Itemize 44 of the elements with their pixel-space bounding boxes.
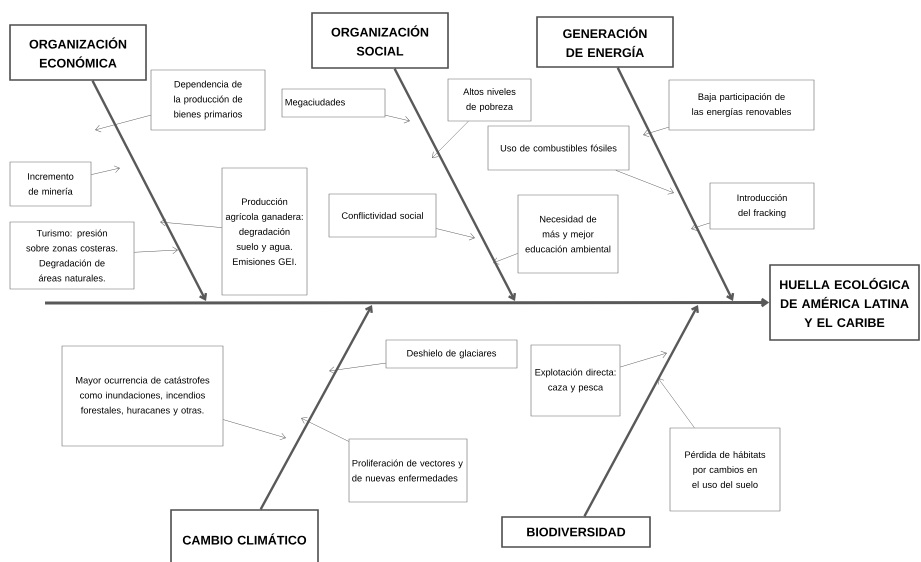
arrow [436,228,475,240]
category-box: ORGANIZACIÓN ECONÓMICA [9,24,147,81]
cause-box: Proliferación de vectores y de nuevas enfermedades [348,438,468,502]
bone-arrow [394,68,516,301]
arrow [301,417,349,442]
cause-box: Dependencia de la producción de bienes primarios [150,70,266,130]
spine-arrow [45,298,770,308]
cause-box: Conflictividad social [328,194,436,238]
arrow [643,126,669,137]
arrow [385,114,410,124]
arrow [134,246,178,254]
arrow [620,350,667,368]
cause-box: Deshielo de glaciares [386,340,518,368]
category-box: GENERACIÓN DE ENERGÍA [536,16,674,68]
cause-box: Uso de combustibles fósiles [488,126,630,170]
arrow [223,419,286,440]
arrow [432,121,469,158]
bone-arrow [583,305,699,517]
arrow [691,222,710,231]
bone-arrow [91,80,208,301]
cause-box: Pérdida de hábitats por cambios en el uso del suelo [670,428,780,512]
arrow [95,114,151,132]
cause-box: Mayor ocurrencia de catástrofes como inundaciones, incendios forestales, huracanes y otras. [62,346,224,446]
cause-box: Turismo: presión sobre zonas costeras. Degradación de áreas naturales. [10,222,134,290]
cause-box: Necesidad de más y mejor educación ambiental [518,194,618,274]
arrow [329,362,386,374]
category-box: HUELLA ECOLÓGICA DE AMÉRICA LATINA Y EL CARIBE [769,264,920,341]
cause-box: Explotación directa: caza y pesca [530,344,620,416]
category-box: CAMBIO CLIMÁTICO [170,509,319,562]
category-box: BIODIVERSIDAD [501,516,651,548]
arrow [160,218,222,228]
arrow [615,170,674,195]
arrow [658,378,695,428]
cause-box: Altos niveles de pobreza [448,78,532,122]
cause-box: Megaciudades [282,88,386,118]
arrow [91,166,120,175]
bone-arrow [616,67,734,301]
cause-box: Baja participación de las energías renovables [668,80,814,130]
cause-box: Producción agrícola ganadera: degradación suelo y agua. Emisiones GEI. [222,168,308,296]
cause-box: Incremento de minería [10,162,92,206]
cause-box: Introducción del fracking [710,182,814,230]
category-box: ORGANIZACIÓN SOCIAL [311,12,449,69]
arrow [493,253,518,265]
bone-arrow [260,305,373,510]
